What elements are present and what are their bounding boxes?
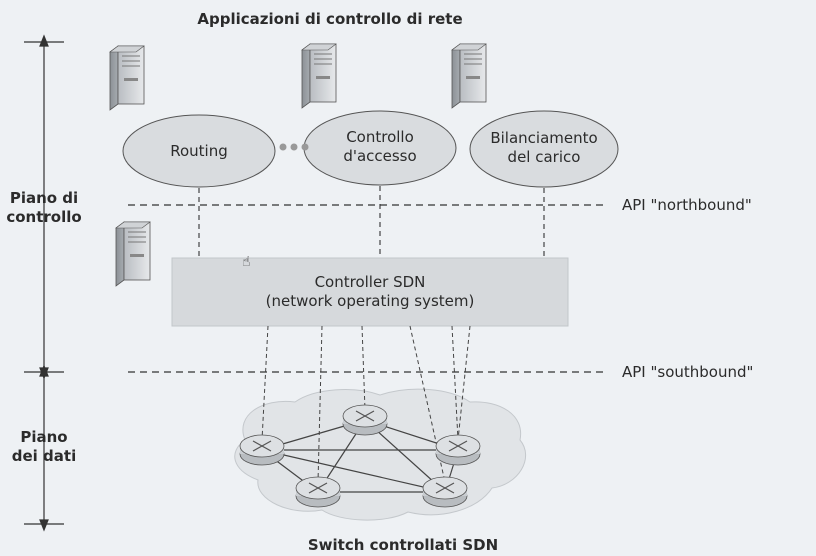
server-icon xyxy=(115,221,151,287)
server-icon xyxy=(451,43,487,109)
top-title: Applicazioni di controllo di rete xyxy=(197,10,463,28)
control-plane-label: Piano di controllo xyxy=(2,189,86,227)
sdn-controller-box xyxy=(171,257,569,327)
hand-cursor-icon: ☝ xyxy=(242,254,251,270)
app-routing xyxy=(122,114,276,188)
data-plane-label-line2: dei dati xyxy=(11,447,77,465)
plane-scale xyxy=(24,34,64,532)
controller-label-line1: Controller SDN xyxy=(314,273,426,291)
api-northbound-label: API "northbound" xyxy=(622,196,752,214)
app-load-balancing-label: Bilanciamento del carico xyxy=(479,129,609,167)
control-plane-label-line2: controllo xyxy=(6,208,82,226)
sdn-switch-icon xyxy=(239,434,285,466)
data-plane-label-line1: Piano xyxy=(20,428,68,446)
app-load-balancing-line2: del carico xyxy=(507,148,581,166)
server-icon xyxy=(301,43,337,109)
controller-label: Controller SDN (network operating system… xyxy=(172,273,568,311)
sdn-switch-icon xyxy=(435,434,481,466)
ellipsis-dots xyxy=(279,143,309,151)
app-load-balancing xyxy=(469,110,619,188)
arrow-up-icon xyxy=(39,34,49,47)
arrow-down-icon xyxy=(39,519,49,532)
bottom-title: Switch controllati SDN xyxy=(307,536,499,554)
api-southbound-label: API "southbound" xyxy=(622,363,754,381)
arrow-up-icon xyxy=(39,364,49,377)
app-access-control-line1: Controllo xyxy=(346,128,414,146)
app-controller-links xyxy=(198,186,545,258)
app-access-control-label: Controllo d'accesso xyxy=(320,128,440,166)
app-routing-line1: Routing xyxy=(170,142,228,160)
sdn-switch-icon xyxy=(295,476,341,508)
sdn-switch-icon xyxy=(422,476,468,508)
controller-label-line2: (network operating system) xyxy=(265,292,475,310)
data-plane-label: Piano dei dati xyxy=(2,428,86,466)
control-plane-label-line1: Piano di xyxy=(9,189,79,207)
app-load-balancing-line1: Bilanciamento xyxy=(490,129,598,147)
app-access-control-line2: d'accesso xyxy=(343,147,417,165)
app-routing-label: Routing xyxy=(139,142,259,161)
server-icon xyxy=(109,45,145,111)
sdn-switch-icon xyxy=(342,404,388,436)
